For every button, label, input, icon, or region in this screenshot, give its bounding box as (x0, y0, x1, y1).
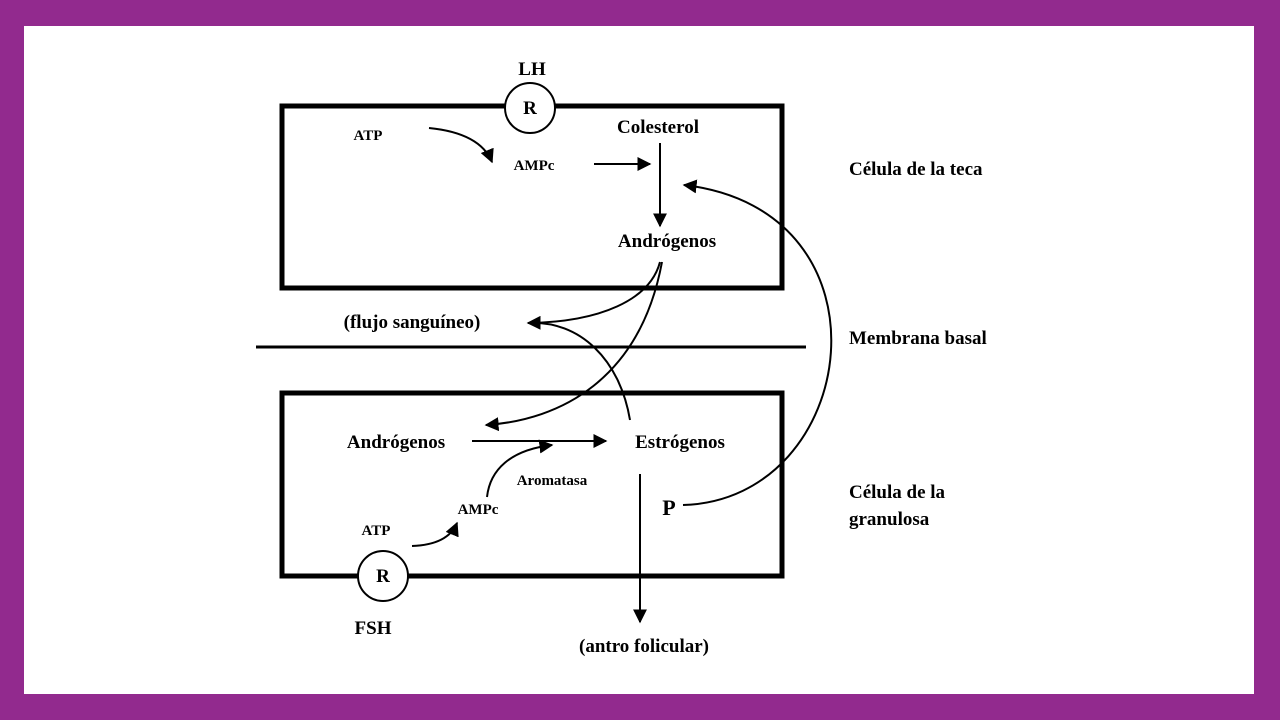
theca-atp-to-ampc-arrow (428, 127, 494, 164)
celula-teca-label: Célula de la teca (849, 159, 983, 180)
estrogenos-label: Estrógenos (635, 432, 725, 453)
ampc-to-aromatasa-arrow (486, 439, 554, 498)
theca-atp-label: ATP (354, 128, 383, 144)
granulosa-androgenos-label: Andrógenos (347, 432, 445, 453)
membrana-basal-label: Membrana basal (849, 328, 987, 349)
antro-folicular-label: (antro folicular) (579, 636, 709, 657)
androgenos-to-blood-arrow (526, 261, 661, 330)
granulosa-atp-label: ATP (362, 523, 391, 539)
androgenos-to-granulosa-arrow (484, 261, 663, 432)
theca-ampc-label: AMPc (514, 158, 555, 174)
lh-label: LH (518, 59, 546, 80)
granulosa-cell-box (279, 390, 785, 579)
flujo-sanguineo-label: (flujo sanguíneo) (344, 312, 481, 333)
fsh-label: FSH (355, 618, 392, 639)
lh-receptor-circle (504, 82, 556, 134)
fsh-receptor-circle (357, 550, 409, 602)
celula-granulosa-label-line1: Célula de la (849, 482, 946, 503)
fsh-receptor-symbol: R (376, 566, 390, 587)
estrogenos-to-blood-arrow (527, 321, 631, 421)
aromatasa-label: Aromatasa (517, 473, 588, 489)
celula-granulosa-label-line2: granulosa (849, 509, 930, 530)
theca-androgenos-label: Andrógenos (618, 231, 716, 252)
colesterol-label: Colesterol (617, 117, 699, 138)
granulosa-atp-to-ampc-arrow (411, 521, 459, 547)
p-label: P (662, 495, 675, 520)
granulosa-ampc-label: AMPc (458, 502, 499, 518)
progesterone-feedback-arrow (682, 179, 833, 506)
lh-receptor-symbol: R (523, 98, 537, 119)
